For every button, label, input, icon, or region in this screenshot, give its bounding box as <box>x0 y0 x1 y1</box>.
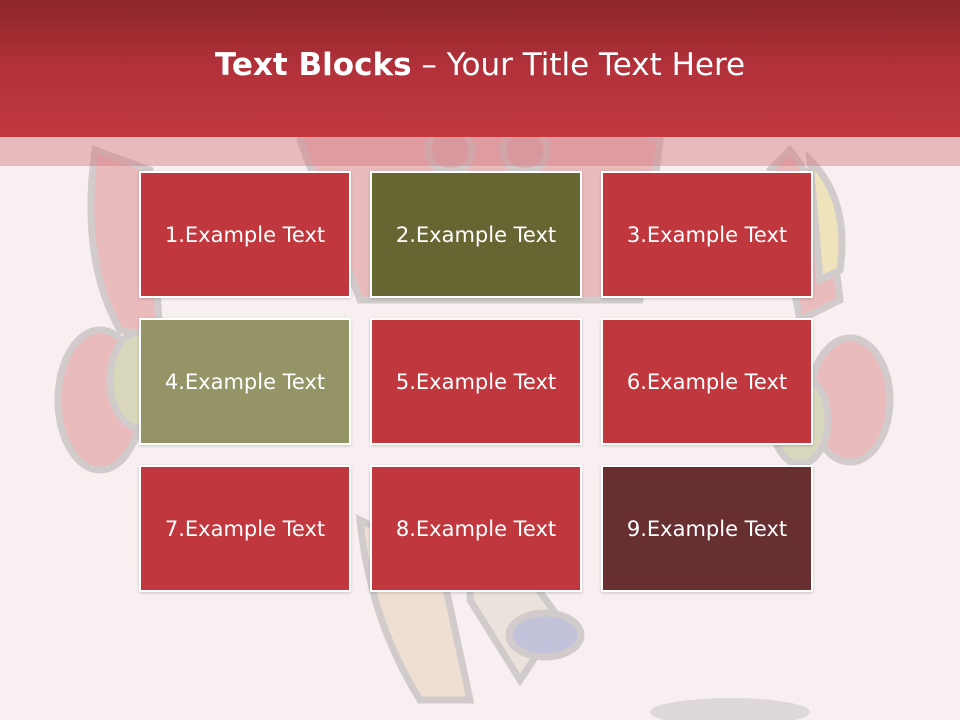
header-bar: Text Blocks – Your Title Text Here <box>0 0 960 137</box>
text-block-1[interactable]: 1.Example Text <box>139 171 351 298</box>
text-block-7[interactable]: 7.Example Text <box>139 465 351 592</box>
title-dash: – <box>411 46 447 83</box>
text-block-4[interactable]: 4.Example Text <box>139 318 351 445</box>
text-block-9[interactable]: 9.Example Text <box>601 465 813 592</box>
text-block-5[interactable]: 5.Example Text <box>370 318 582 445</box>
text-block-8[interactable]: 8.Example Text <box>370 465 582 592</box>
title-rest-part: Your Title Text Here <box>446 46 746 83</box>
text-block-2[interactable]: 2.Example Text <box>370 171 582 298</box>
page-title: Text Blocks – Your Title Text Here <box>215 47 745 83</box>
text-block-6[interactable]: 6.Example Text <box>601 318 813 445</box>
text-block-3[interactable]: 3.Example Text <box>601 171 813 298</box>
title-bold-part: Text Blocks <box>214 46 412 83</box>
header-accent-band <box>0 137 960 166</box>
